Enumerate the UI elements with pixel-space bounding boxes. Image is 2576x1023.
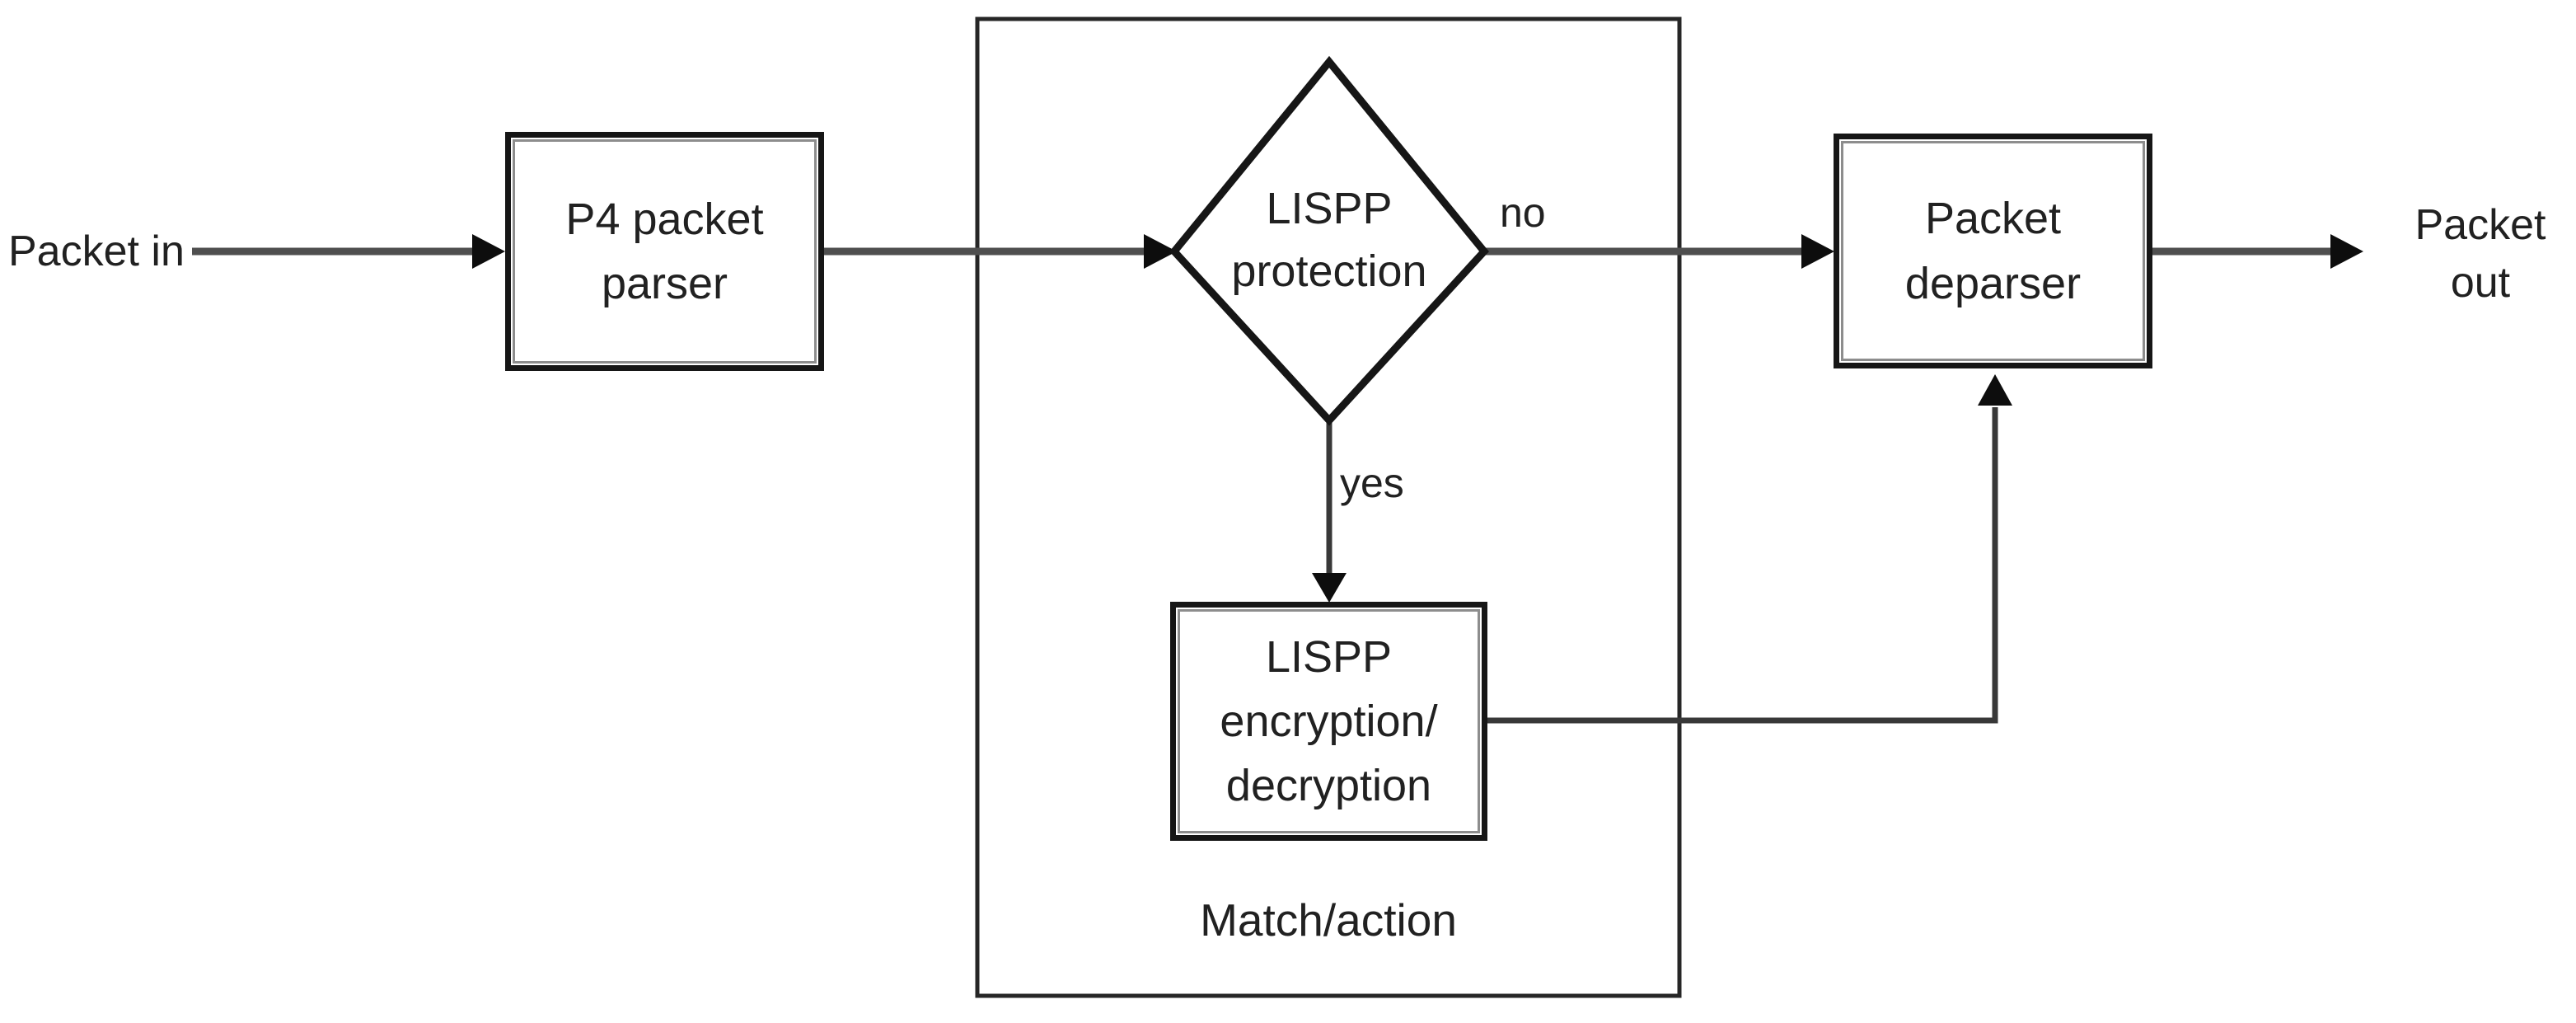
arrowhead-into-crypto bbox=[1312, 573, 1347, 603]
decision-diamond bbox=[1169, 55, 1489, 426]
arrowhead-into-decision bbox=[1144, 234, 1177, 269]
node-lispp-encryption-decryption: LISPP encryption/ decryption bbox=[1170, 602, 1487, 841]
arrowhead-packet-out bbox=[2330, 234, 2363, 269]
node-packet-deparser: Packet deparser bbox=[1834, 134, 2152, 368]
match-action-container bbox=[975, 16, 1682, 998]
edge-label-yes: yes bbox=[1340, 460, 1404, 506]
node-lispp-protection-label: LISPP protection bbox=[1231, 183, 1427, 296]
node-lispp-encryption-decryption-label: LISPP encryption/ decryption bbox=[1220, 631, 1438, 811]
packet-out-label: Packet out bbox=[2414, 200, 2546, 307]
edge-crypto-to-deparser bbox=[1487, 407, 1998, 724]
arrowhead-crypto-into-deparser bbox=[1978, 374, 2012, 406]
edge-label-no: no bbox=[1500, 190, 1546, 236]
packet-in-label: Packet in bbox=[8, 227, 185, 275]
arrowhead-into-parser bbox=[472, 234, 505, 269]
node-p4-packet-parser-label: P4 packet parser bbox=[565, 194, 764, 308]
node-packet-deparser-label: Packet deparser bbox=[1904, 194, 2082, 308]
node-p4-packet-parser: P4 packet parser bbox=[505, 132, 824, 371]
arrowhead-into-deparser bbox=[1801, 234, 1834, 269]
match-action-label: Match/action bbox=[1200, 894, 1457, 946]
